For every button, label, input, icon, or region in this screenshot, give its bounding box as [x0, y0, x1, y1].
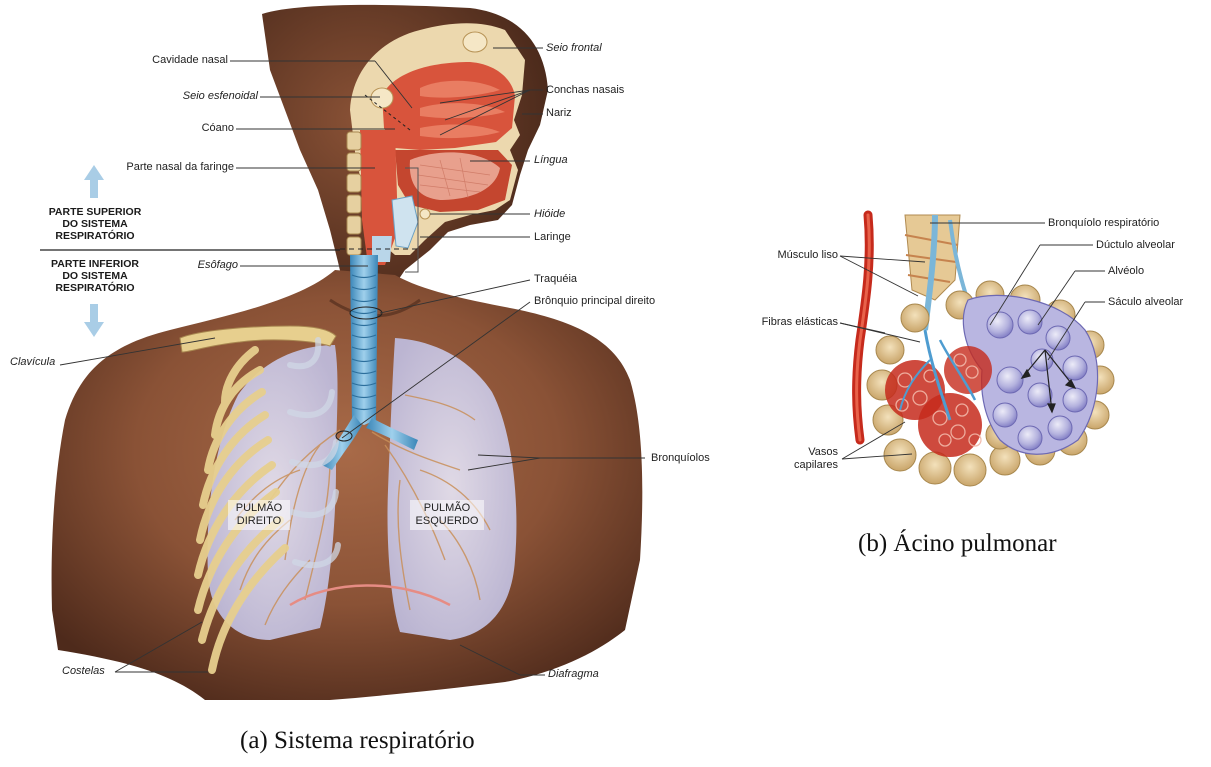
label-clavicula: Clavícula	[10, 356, 55, 369]
label-laringe: Laringe	[534, 231, 571, 244]
region-superior: PARTE SUPERIOR DO SISTEMA RESPIRATÓRIO	[30, 206, 160, 242]
label-pulmao-esquerdo: PULMÃO ESQUERDO	[410, 500, 484, 530]
label-ductulo-alveolar: Dúctulo alveolar	[1096, 239, 1175, 252]
label-bronquiolos: Bronquíolos	[651, 452, 710, 465]
label-nariz: Nariz	[546, 107, 572, 120]
caption-figure-b: (b) Ácino pulmonar	[858, 530, 1057, 558]
label-seio-frontal: Seio frontal	[546, 42, 602, 55]
acinus-illustration	[857, 215, 1114, 486]
label-saculo-alveolar: Sáculo alveolar	[1108, 296, 1183, 309]
label-bronquiolo-respiratorio: Bronquíolo respiratório	[1048, 217, 1159, 230]
label-diafragma: Diafragma	[548, 668, 599, 681]
label-coano: Cóano	[150, 122, 234, 135]
label-conchas-nasais: Conchas nasais	[546, 84, 624, 97]
region-inferior: PARTE INFERIOR DO SISTEMA RESPIRATÓRIO	[30, 258, 160, 294]
label-vasos-capilares: Vasos capilares	[770, 446, 838, 472]
label-fibras-elasticas: Fibras elásticas	[730, 316, 838, 329]
label-bronquio-principal: Brônquio principal direito	[534, 295, 655, 308]
down-arrow-icon	[84, 304, 104, 337]
label-hioide: Hióide	[534, 208, 565, 221]
label-cavidade-nasal: Cavidade nasal	[100, 54, 228, 67]
label-parte-nasal-faringe: Parte nasal da faringe	[90, 161, 234, 174]
label-pulmao-direito: PULMÃO DIREITO	[228, 500, 290, 530]
label-lingua: Língua	[534, 154, 568, 167]
label-costelas: Costelas	[62, 665, 105, 678]
caption-figure-a: (a) Sistema respiratório	[240, 727, 475, 755]
label-alveolo: Alvéolo	[1108, 265, 1144, 278]
label-traqueia: Traquéia	[534, 273, 577, 286]
label-esofago: Esôfago	[160, 259, 238, 272]
label-seio-esfenoidal: Seio esfenoidal	[100, 90, 258, 103]
label-musculo-liso: Músculo liso	[740, 249, 838, 262]
torso-silhouette	[52, 270, 643, 700]
